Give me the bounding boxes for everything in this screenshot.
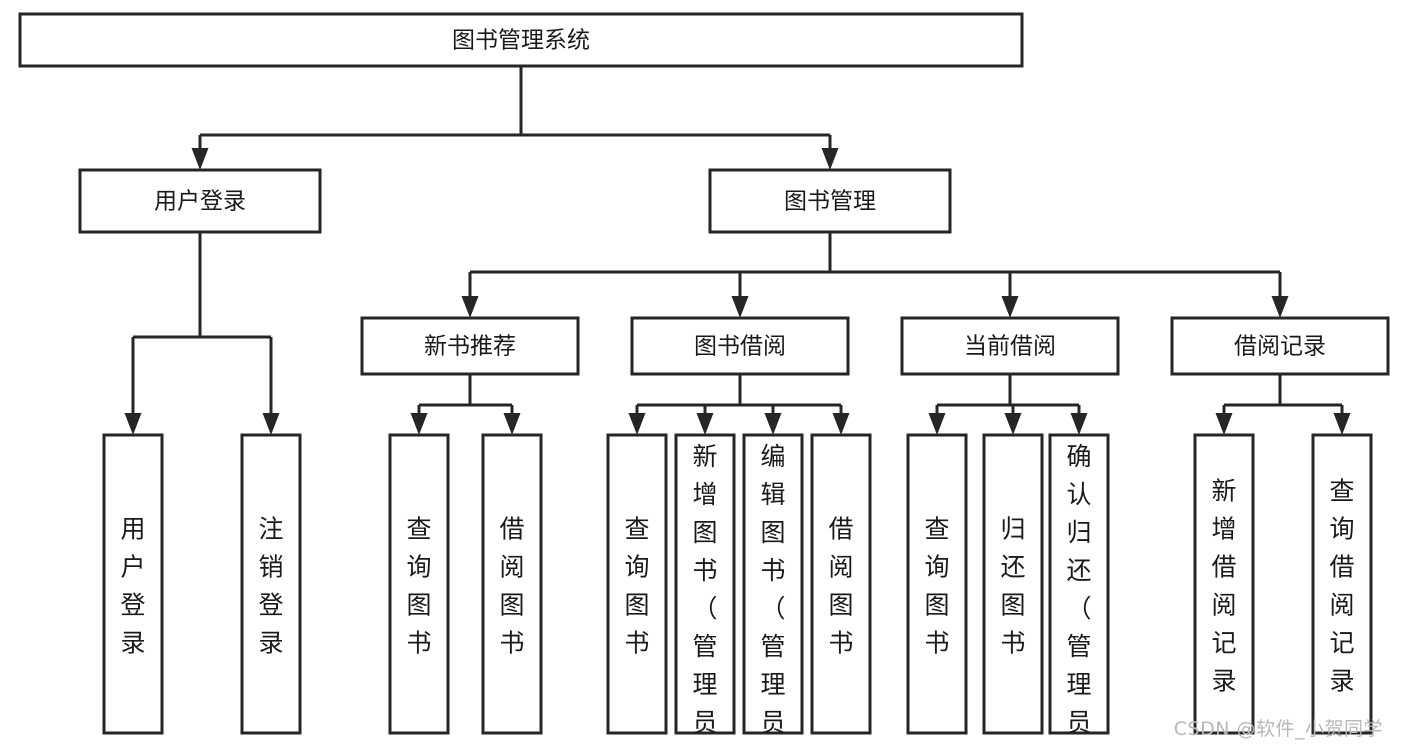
node-box[interactable] <box>360 316 580 376</box>
connector-group-book-borrow <box>628 374 850 435</box>
node-box[interactable] <box>742 433 804 735</box>
node-box[interactable] <box>708 168 952 234</box>
arrow-head-icon <box>191 148 209 170</box>
node-box[interactable] <box>1311 433 1373 735</box>
connector-group-new-book-rec <box>410 374 521 435</box>
arrow-head-icon <box>832 413 850 435</box>
arrow-head-icon <box>1271 296 1289 318</box>
node-leaf-user-login[interactable]: 用户登录 <box>102 433 164 735</box>
connector-group-current-borrow <box>928 374 1088 435</box>
node-new-book-rec[interactable]: 新书推荐 <box>360 316 580 376</box>
node-leaf-user-logout[interactable]: 注销登录 <box>240 433 302 735</box>
node-label: 用户登录 <box>120 515 145 658</box>
node-label: 编辑图书（管理员） <box>760 442 785 747</box>
node-leaf-edit-book[interactable]: 编辑图书（管理员） <box>742 433 804 747</box>
arrow-head-icon <box>1070 413 1088 435</box>
arrow-head-icon <box>1001 296 1019 318</box>
arrow-head-icon <box>124 413 142 435</box>
node-label: 图书借阅 <box>694 334 786 360</box>
node-box[interactable] <box>982 433 1044 735</box>
connector-group-user-login <box>124 232 280 435</box>
node-book-borrow[interactable]: 图书借阅 <box>630 316 850 376</box>
node-label: 借阅记录 <box>1234 334 1326 360</box>
arrow-head-icon <box>461 296 479 318</box>
connector-layer <box>124 66 1351 435</box>
node-leaf-query-book-3[interactable]: 查询图书 <box>906 433 968 735</box>
node-label: 注销登录 <box>258 515 283 658</box>
node-box[interactable] <box>1048 433 1110 735</box>
node-label: 查询图书 <box>624 515 649 658</box>
connector-group-book-manage <box>461 232 1289 318</box>
arrow-head-icon <box>1215 413 1233 435</box>
node-label: 新增借阅记录 <box>1211 477 1236 696</box>
arrow-head-icon <box>628 413 646 435</box>
node-root[interactable]: 图书管理系统 <box>18 12 1024 68</box>
arrow-head-icon <box>928 413 946 435</box>
node-leaf-query-book-2[interactable]: 查询图书 <box>606 433 668 735</box>
node-box[interactable] <box>900 316 1120 376</box>
connector-group-root <box>191 66 839 170</box>
node-box[interactable] <box>78 168 322 234</box>
node-leaf-add-record[interactable]: 新增借阅记录 <box>1193 433 1255 735</box>
node-leaf-borrow-book-2[interactable]: 借阅图书 <box>810 433 872 735</box>
node-leaf-return-book[interactable]: 归还图书 <box>982 433 1044 735</box>
node-box[interactable] <box>810 433 872 735</box>
node-label: 查询图书 <box>924 515 949 658</box>
node-box[interactable] <box>18 12 1024 68</box>
node-box[interactable] <box>1170 316 1390 376</box>
arrow-head-icon <box>262 413 280 435</box>
arrow-head-icon <box>503 413 521 435</box>
node-label: 新增图书（管理员） <box>692 442 717 747</box>
node-label: 查询借阅记录 <box>1329 477 1354 696</box>
node-label: 当前借阅 <box>964 334 1056 360</box>
node-leaf-query-record[interactable]: 查询借阅记录 <box>1311 433 1373 735</box>
arrow-head-icon <box>1004 413 1022 435</box>
node-label: 新书推荐 <box>424 334 516 360</box>
node-leaf-borrow-book-1[interactable]: 借阅图书 <box>481 433 543 735</box>
node-layer: 图书管理系统用户登录图书管理新书推荐图书借阅当前借阅借阅记录用户登录注销登录查询… <box>18 12 1390 747</box>
node-label: 借阅图书 <box>499 515 524 658</box>
node-leaf-confirm-return[interactable]: 确认归还（管理员） <box>1048 433 1110 747</box>
node-box[interactable] <box>606 433 668 735</box>
node-label: 查询图书 <box>406 515 431 658</box>
connector-group-borrow-record <box>1215 374 1351 435</box>
node-label: 借阅图书 <box>828 515 853 658</box>
node-borrow-record[interactable]: 借阅记录 <box>1170 316 1390 376</box>
node-box[interactable] <box>906 433 968 735</box>
node-label: 确认归还（管理员） <box>1066 442 1091 747</box>
node-leaf-query-book-1[interactable]: 查询图书 <box>388 433 450 735</box>
node-label: 图书管理 <box>784 189 876 215</box>
arrow-head-icon <box>764 413 782 435</box>
node-label: 用户登录 <box>154 189 246 215</box>
csdn-watermark: CSDN @软件_小贺同学 <box>1173 718 1383 740</box>
node-book-manage[interactable]: 图书管理 <box>708 168 952 234</box>
arrow-head-icon <box>696 413 714 435</box>
arrow-head-icon <box>1333 413 1351 435</box>
arrow-head-icon <box>410 413 428 435</box>
node-label: 归还图书 <box>1000 515 1025 658</box>
arrow-head-icon <box>821 148 839 170</box>
node-current-borrow[interactable]: 当前借阅 <box>900 316 1120 376</box>
node-box[interactable] <box>102 433 164 735</box>
node-user-login[interactable]: 用户登录 <box>78 168 322 234</box>
node-box[interactable] <box>1193 433 1255 735</box>
arrow-head-icon <box>731 296 749 318</box>
node-box[interactable] <box>674 433 736 735</box>
node-leaf-add-book[interactable]: 新增图书（管理员） <box>674 433 736 747</box>
node-label: 图书管理系统 <box>452 28 590 54</box>
node-box[interactable] <box>388 433 450 735</box>
node-box[interactable] <box>481 433 543 735</box>
node-box[interactable] <box>630 316 850 376</box>
node-box[interactable] <box>240 433 302 735</box>
